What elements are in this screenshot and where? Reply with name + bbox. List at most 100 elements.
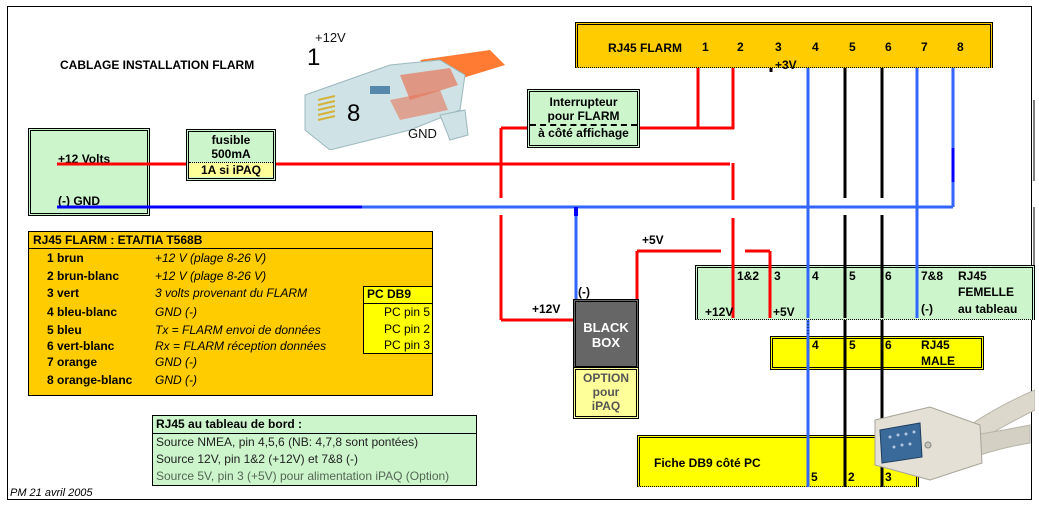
flarm-pin-1: 1	[702, 40, 709, 54]
pinout-pin: 2 brun-blanc	[47, 269, 120, 283]
flarm-pin-5: 5	[849, 40, 856, 54]
male-label-2: MALE	[921, 354, 955, 368]
dashboard-table-header: RJ45 au tableau de bord :	[153, 416, 476, 434]
blackbox-5v-label: +5V	[642, 233, 664, 247]
dashboard-table: RJ45 au tableau de bord : Source NMEA, p…	[152, 415, 477, 486]
femelle-pin-7-8: 7&8	[921, 269, 944, 283]
db9-pin-2: 2	[848, 470, 855, 484]
ipaq-option-box: OPTION pour iPAQ	[573, 367, 639, 419]
blackbox-label-1: BLACK	[583, 320, 629, 335]
power-source-box: +12 Volts (-) GND	[28, 128, 150, 216]
male-label-1: RJ45	[921, 338, 950, 352]
pinout-row: 5 bleu Tx = FLARM envoi de données	[29, 323, 432, 339]
pc-db9-row: PC pin 5	[383, 305, 430, 319]
diagram-frame	[7, 6, 1032, 500]
femelle-pin-3: 3	[774, 269, 781, 283]
pinout-row: 8 orange-blanc GND (-)	[29, 373, 432, 389]
male-pin-6: 6	[885, 338, 892, 352]
plug-pin1-label: 1	[307, 44, 321, 71]
pc-db9-row: PC pin 3	[383, 338, 430, 352]
switch-label-3: à côté affichage	[538, 126, 629, 140]
pinout-row: 1 brun +12 V (plage 8-26 V)	[29, 251, 432, 267]
flarm-pin-6: 6	[885, 40, 892, 54]
dashboard-row: Source NMEA, pin 4,5,6 (NB: 4,7,8 sont p…	[156, 435, 419, 449]
male-pin-4: 4	[812, 338, 819, 352]
pinout-desc: GND (-)	[155, 355, 197, 369]
pc-db9-row: PC pin 2	[383, 322, 430, 336]
fuse-box: fusible 500mA 1A si iPAQ	[186, 129, 276, 181]
rj45-male-connector	[770, 336, 984, 370]
rj45-plug-illustration	[290, 20, 510, 151]
femelle-label-3: au tableau	[958, 302, 1018, 316]
pinout-row: 7 orange GND (-)	[29, 355, 432, 371]
pinout-desc: Rx = FLARM réception données	[155, 339, 327, 353]
pinout-row: 4 bleu-blanc GND (-)	[29, 305, 432, 321]
pinout-pin: 4 bleu-blanc	[47, 305, 118, 319]
flarm-pin3-note: +3V	[775, 58, 797, 72]
blackbox-label-2: BOX	[591, 335, 621, 350]
db9-pin-3: 3	[885, 470, 892, 484]
femelle-pin-4: 4	[812, 269, 819, 283]
option-label-1: OPTION	[582, 371, 629, 385]
plug-12v-label: +12V	[315, 30, 346, 45]
pinout-row: 2 brun-blanc +12 V (plage 8-26 V)	[29, 269, 432, 285]
blackbox-12v-label: +12V	[532, 302, 561, 316]
switch-box[interactable]: Interrupteur pour FLARM à côté affichage	[527, 89, 640, 148]
flarm-pin-7: 7	[921, 40, 928, 54]
db9-plug-illustration	[870, 385, 1036, 485]
rj45-femelle-connector	[695, 265, 1035, 320]
femelle-pin-5: 5	[849, 269, 856, 283]
option-label-3: iPAQ	[591, 399, 621, 413]
rj45-flarm-label: RJ45 FLARM	[608, 41, 683, 55]
femelle-12v-note: +12V	[705, 305, 734, 319]
rj45-flarm-connector: RJ45 FLARM	[575, 22, 993, 68]
femelle-5v-note: +5V	[773, 305, 795, 319]
diagram-title: CABLAGE INSTALLATION FLARM	[60, 58, 255, 72]
pinout-desc: +12 V (plage 8-26 V)	[155, 251, 267, 265]
dashboard-row: Source 5V, pin 3 (+5V) pour alimentation…	[156, 469, 450, 483]
power-plus-label: +12 Volts	[58, 152, 111, 166]
femelle-label-1: RJ45	[958, 269, 987, 283]
flarm-pin-3: 3	[775, 40, 782, 54]
pinout-pin: 5 bleu	[47, 323, 82, 337]
pinout-table-header: RJ45 FLARM : ETA/TIA T568B	[33, 233, 203, 247]
flarm-pin-2: 2	[737, 40, 744, 54]
pinout-desc: Tx = FLARM envoi de données	[155, 323, 321, 337]
plug-gnd-label: GND	[408, 126, 437, 141]
pinout-pin: 6 vert-blanc	[47, 339, 115, 353]
femelle-pin-6: 6	[885, 269, 892, 283]
db9-pin-5: 5	[811, 470, 818, 484]
pinout-row: 3 vert 3 volts provenant du FLARM	[29, 286, 432, 302]
fuse-alt-rating: 1A si iPAQ	[189, 163, 273, 177]
femelle-pin-1-2: 1&2	[737, 269, 760, 283]
male-pin-5: 5	[849, 338, 856, 352]
femelle-gnd-note: (-)	[921, 302, 933, 316]
flarm-pin-4: 4	[812, 40, 819, 54]
pc-db9-header: PC DB9	[364, 287, 432, 304]
option-label-2: pour	[592, 385, 620, 399]
footer-note: PM 21 avril 2005	[10, 487, 93, 499]
db9-plug-icon	[874, 389, 1036, 481]
pinout-desc: +12 V (plage 8-26 V)	[155, 269, 267, 283]
pinout-pin: 8 orange-blanc	[47, 373, 133, 387]
blackbox-gnd-label: (-)	[578, 285, 590, 299]
plug-pin8-label: 8	[347, 100, 361, 127]
switch-label-1: Interrupteur	[549, 95, 618, 109]
pinout-desc: 3 volts provenant du FLARM	[155, 286, 308, 300]
pinout-desc: GND (-)	[155, 305, 197, 319]
switch-label-2: pour FLARM	[530, 109, 637, 126]
db9-label: Fiche DB9 côté PC	[654, 456, 761, 470]
power-gnd-label: (-) GND	[58, 194, 100, 208]
pinout-pin: 3 vert	[47, 286, 80, 300]
dashboard-row: Source 12V, pin 1&2 (+12V) et 7&8 (-)	[156, 452, 359, 466]
db9-connector: Fiche DB9 côté PC	[637, 435, 919, 487]
pinout-row: 6 vert-blanc Rx = FLARM réception donnée…	[29, 339, 432, 355]
femelle-label-2: FEMELLE	[958, 285, 1014, 299]
pinout-desc: GND (-)	[155, 373, 197, 387]
pinout-pin: 7 orange	[47, 355, 98, 369]
black-box: BLACK BOX	[573, 299, 639, 369]
flarm-pin-8: 8	[957, 40, 964, 54]
pinout-pin: 1 brun	[47, 251, 84, 265]
fuse-rating: 500mA	[189, 147, 273, 163]
rj45-plug-icon	[304, 50, 505, 151]
